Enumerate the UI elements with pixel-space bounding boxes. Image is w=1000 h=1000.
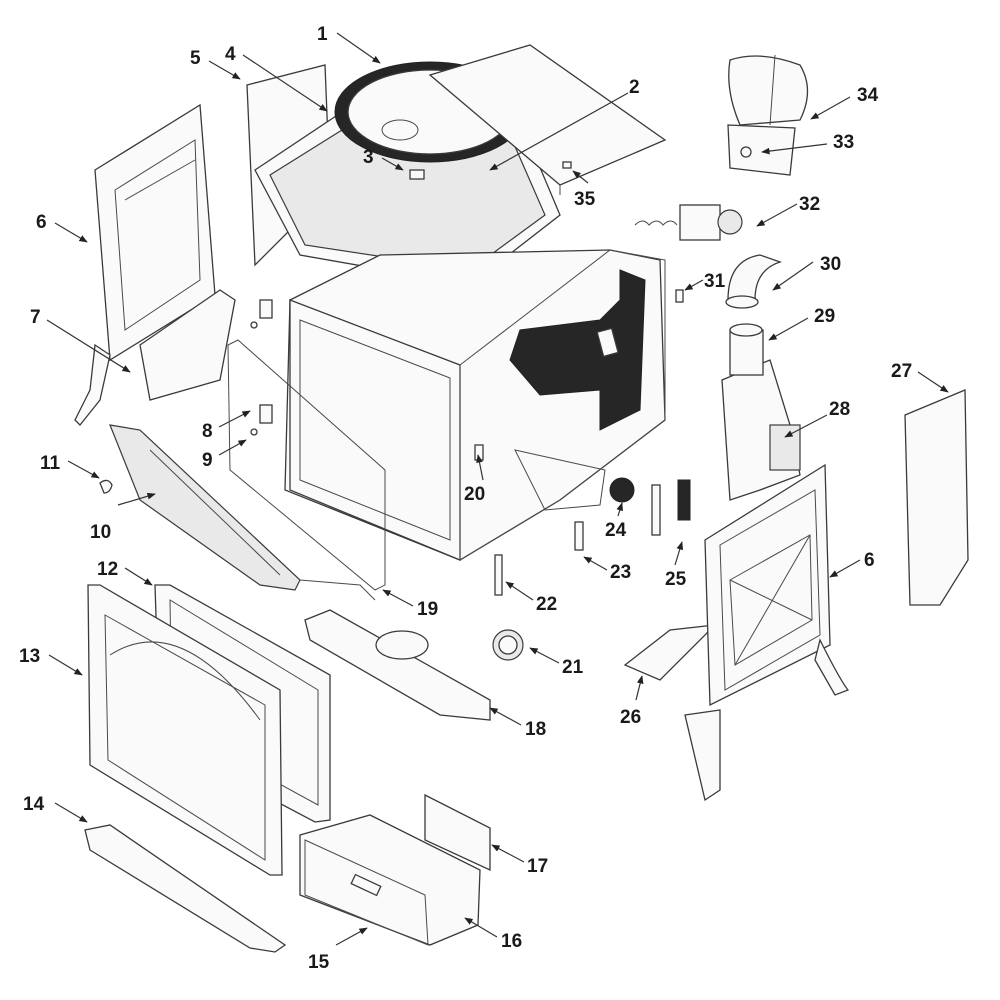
callout-21: 21 [562,657,584,678]
part-34-blower-housing [727,54,809,176]
part-10-grille [109,424,301,591]
part-29-exhaust-pipe [729,323,764,376]
part-6-right-side-panel [684,463,850,802]
part-32-auger-motor [634,204,743,241]
callout-6-left: 6 [36,212,47,233]
callout-20: 20 [464,484,485,505]
callout-7: 7 [30,307,41,328]
part-33-blower-motor [740,146,752,158]
part-8-hinge [259,299,273,424]
callout-13: 13 [19,646,40,667]
part-3-bracket [409,169,425,180]
callout-35: 35 [574,189,596,210]
callout-2: 2 [629,77,640,98]
part-25-control [651,479,691,536]
callout-25: 25 [665,569,687,590]
callout-8: 8 [202,421,213,442]
part-18-base-plate [304,609,491,721]
callout-17: 17 [527,856,548,877]
part-31-switch [675,289,684,303]
callout-16: 16 [501,931,522,952]
part-30-elbow [725,254,783,309]
part-1-top-casting [254,61,561,286]
callout-10: 10 [90,522,111,543]
main-firebox-body [284,249,666,561]
callout-18: 18 [525,719,546,740]
callout-11: 11 [40,453,61,474]
callout-28: 28 [829,399,850,420]
door-gasket-rope [227,339,386,591]
part-17-ash-pan-back [424,793,491,872]
part-16-ash-pan [299,814,481,946]
callout-4: 4 [225,44,236,65]
part-11-clip [99,479,113,494]
callout-33: 33 [833,132,854,153]
callout-12: 12 [97,559,118,580]
callout-30: 30 [820,254,841,275]
callout-27: 27 [891,361,912,382]
callout-24: 24 [605,520,627,541]
callout-14: 14 [23,794,45,815]
callout-labels: 1 2 3 4 5 6 6 7 8 9 10 11 12 13 14 15 16… [19,24,912,973]
callout-32: 32 [799,194,820,215]
callout-31: 31 [704,271,726,292]
callout-9: 9 [202,450,213,471]
callout-23: 23 [610,562,631,583]
part-21-collar [492,629,524,661]
callout-19: 19 [417,599,438,620]
part-9-screw [250,321,258,436]
part-23-bracket [574,521,584,551]
leader-lines [46,32,949,946]
callout-6-right: 6 [864,550,875,571]
callout-26: 26 [620,707,641,728]
part-7-bracket [139,289,236,401]
callout-5: 5 [190,48,201,69]
callout-15: 15 [308,952,330,973]
part-6-left-side-panel [74,103,216,426]
callout-29: 29 [814,306,835,327]
part-14-ash-lip [84,824,287,953]
callout-34: 34 [857,85,879,106]
callout-22: 22 [536,594,557,615]
part-2-top-lid [428,44,667,195]
part-24-switch [609,477,635,503]
callout-3: 3 [363,147,374,168]
callout-1: 1 [317,24,328,45]
part-19-rod [299,579,376,601]
part-27-side-shield [904,389,969,606]
part-22-probe [494,554,503,596]
part-13-front-door [87,584,283,876]
part-28-combustion-blower [721,359,801,501]
part-26-bracket [623,624,717,681]
part-35-clip [562,161,572,169]
